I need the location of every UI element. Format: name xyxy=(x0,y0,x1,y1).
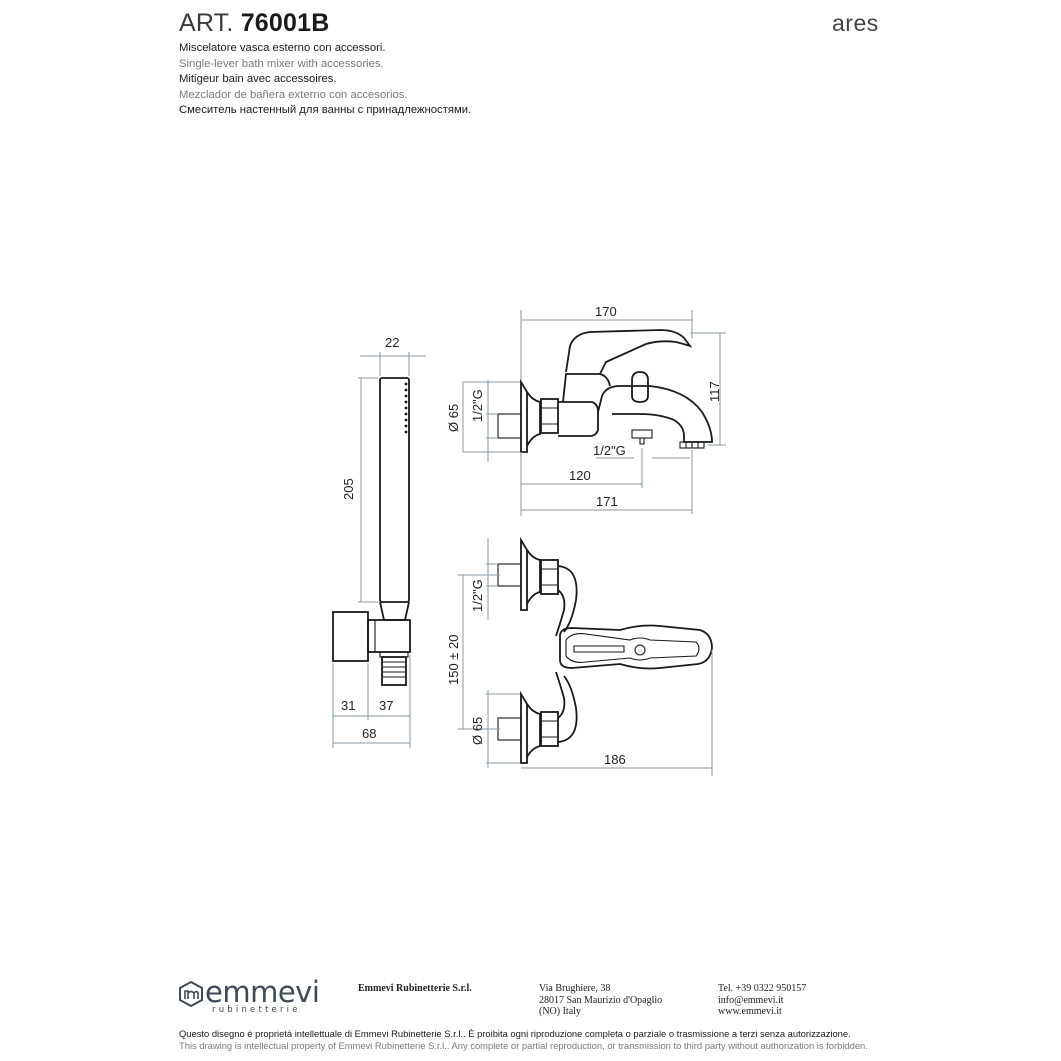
dim-thread-inlet: 1/2"G xyxy=(470,389,485,422)
description-en: Single-lever bath mixer with accessories… xyxy=(179,57,384,70)
emmevi-logo-icon xyxy=(179,980,203,1008)
address-line-2: 28017 San Maurizio d'Opaglio xyxy=(539,994,663,1006)
logo-subtitle: rubinetterie xyxy=(212,1005,301,1015)
article-prefix: ART. xyxy=(179,9,234,37)
description-es: Mezclador de bañera externo con accesori… xyxy=(179,88,408,101)
logo-wordmark: emmevi xyxy=(205,975,320,1009)
dim-diameter-65-front: Ø 65 xyxy=(470,717,485,745)
company-address: Via Brughiere, 38 28017 San Maurizio d'O… xyxy=(539,983,662,1018)
description-fr: Mitigeur bain avec accessoires. xyxy=(179,73,337,86)
dim-diameter-65-side: Ø 65 xyxy=(446,404,461,432)
dim-205: 205 xyxy=(341,478,356,500)
product-descriptions: Miscelatore vasca esterno con accessori.… xyxy=(179,41,471,119)
contact-website[interactable]: www.emmevi.it xyxy=(718,1006,782,1017)
contact-phone: Tel. +39 0322 950157 xyxy=(718,983,807,994)
company-contact: Tel. +39 0322 950157 info@emmevi.it www.… xyxy=(718,983,806,1018)
dim-117: 117 xyxy=(707,381,722,402)
company-name: Emmevi Rubinetterie S.r.l. xyxy=(358,983,472,994)
dim-68: 68 xyxy=(362,726,376,741)
side-view: 170 117 Ø 65 1/2"G 1/2"G 120 171 xyxy=(446,304,726,516)
dim-thread-outlet: 1/2"G xyxy=(593,443,626,458)
dim-22: 22 xyxy=(385,335,399,350)
dim-120: 120 xyxy=(569,468,591,483)
hand-shower-view: 22 205 31 37 68 xyxy=(332,335,426,748)
article-title: ART. 76001B xyxy=(179,8,329,38)
contact-email[interactable]: info@emmevi.it xyxy=(718,994,784,1006)
description-it: Miscelatore vasca esterno con accessori. xyxy=(179,42,386,54)
legal-notice-en: This drawing is intellectual property of… xyxy=(179,1040,868,1051)
dim-171: 171 xyxy=(596,494,618,509)
article-code: 76001B xyxy=(240,9,330,37)
dim-186: 186 xyxy=(604,752,626,767)
legal-notice-it: Questo disegno è proprietà intellettuale… xyxy=(179,1028,851,1039)
dim-150: 150 ± 20 xyxy=(446,634,461,685)
address-line-1: Via Brughiere, 38 xyxy=(539,983,611,994)
front-view: 1/2"G 150 ± 20 Ø 65 186 xyxy=(446,536,713,776)
series-name: ares xyxy=(832,10,879,36)
address-line-3: (NO) Italy xyxy=(539,1006,581,1017)
description-ru: Смеситель настенный для ванны с принадле… xyxy=(179,104,472,117)
dim-170: 170 xyxy=(595,304,617,319)
dim-31: 31 xyxy=(341,698,355,713)
dim-37: 37 xyxy=(379,698,393,713)
dim-thread-front: 1/2"G xyxy=(470,579,485,612)
